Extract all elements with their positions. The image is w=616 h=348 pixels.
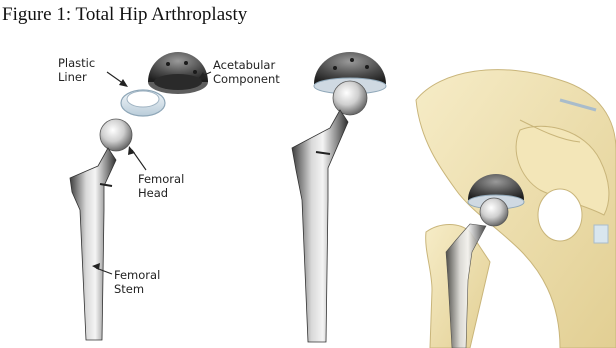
femoral-stem-label-line2: Stem xyxy=(114,282,160,296)
pelvis-illustration xyxy=(416,70,616,348)
plastic-liner-shape xyxy=(121,90,165,116)
acetabular-component-label: Acetabular Component xyxy=(213,58,280,86)
plastic-liner-label: Plastic Liner xyxy=(58,56,95,84)
femoral-head-shape xyxy=(100,119,132,151)
femoral-stem-label: Femoral Stem xyxy=(114,268,160,296)
acetabular-component-label-line2: Component xyxy=(213,72,280,86)
assembled-implant xyxy=(292,52,386,342)
acetabular-component-label-line1: Acetabular xyxy=(213,58,280,72)
femoral-head-label: Femoral Head xyxy=(138,172,184,200)
femoral-stem-label-line1: Femoral xyxy=(114,268,160,282)
femoral-head-label-line2: Head xyxy=(138,186,184,200)
acetabular-component-shape xyxy=(148,52,208,94)
plastic-liner-label-line1: Plastic xyxy=(58,56,95,70)
femoral-stem-shape xyxy=(70,148,116,340)
femoral-head-label-line1: Femoral xyxy=(138,172,184,186)
plastic-liner-label-line2: Liner xyxy=(58,70,95,84)
